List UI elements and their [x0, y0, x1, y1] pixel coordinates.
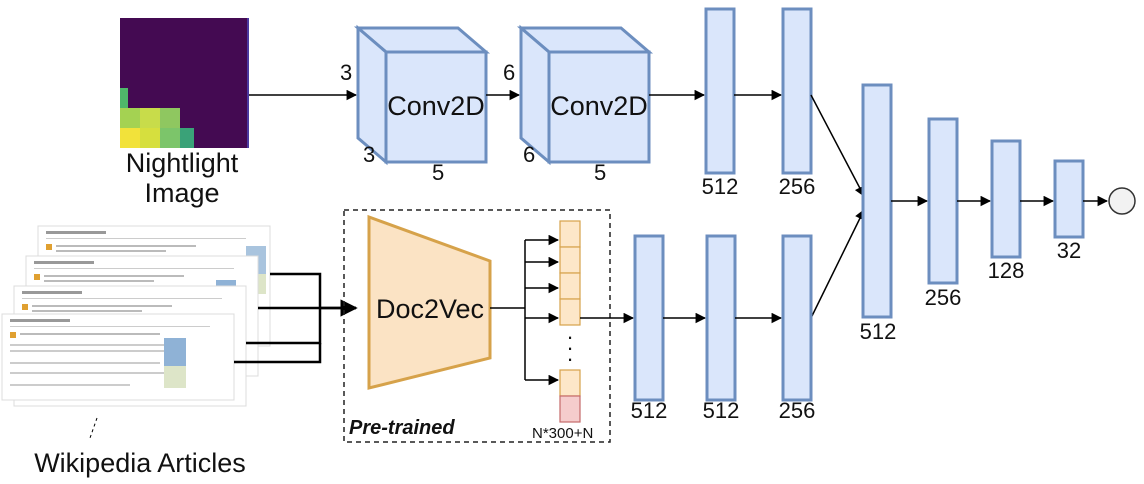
doc2vec-output-fan	[490, 240, 526, 380]
vector-ellipsis-1: .	[567, 319, 573, 344]
merged-fc-layer-128	[990, 139, 1022, 259]
embedding-dim-label: N*300+N	[532, 425, 593, 442]
conv2d-1-kernel-w: 5	[432, 160, 444, 185]
image-fc-256-label: 256	[779, 174, 816, 199]
nightlight-label-line1: Nightlight	[126, 148, 239, 178]
merged-fc-128-label: 128	[988, 258, 1025, 283]
image-fc-layer-256	[781, 7, 813, 175]
image-fc-512-label: 512	[702, 174, 739, 199]
conv2d-2-in-channels: 6	[503, 60, 515, 85]
conv2d-1-in-channels: 3	[340, 60, 352, 85]
conv2d-block-1	[353, 24, 491, 166]
image-fc-layer-512	[704, 7, 736, 175]
conv2d-1-kernel-h: 3	[363, 142, 375, 167]
pretrained-box	[343, 209, 611, 443]
merged-fc-512-label: 512	[860, 319, 897, 344]
merged-fc-layer-256	[927, 117, 959, 285]
pretrained-label: Pre-trained	[349, 417, 455, 439]
merged-fc-layer-512	[861, 83, 893, 319]
conv2d-block-2	[516, 24, 654, 166]
wikipedia-article-stack	[1, 225, 271, 407]
output-node	[1108, 187, 1136, 215]
conv2d-2-kernel-h: 6	[523, 142, 535, 167]
merged-fc-layer-32	[1053, 159, 1085, 239]
embedding-vector	[559, 220, 581, 423]
text-fc-layer-512-a	[633, 234, 665, 402]
merged-fc-32-label: 32	[1057, 238, 1081, 263]
text-fc-layer-512-b	[705, 234, 737, 402]
merged-fc-256-label: 256	[925, 285, 962, 310]
text-fc-256-label: 256	[779, 398, 816, 423]
text-fc-512b-label: 512	[703, 398, 740, 423]
vector-ellipsis-3: .	[567, 341, 573, 366]
arrow-text-branch-to-merge	[810, 209, 865, 319]
vector-ellipsis-2: .	[567, 330, 573, 355]
conv2d-2-label: Conv2D	[550, 91, 648, 121]
doc2vec-encoder	[367, 214, 492, 390]
wikipedia-label: Wikipedia Articles	[34, 448, 246, 478]
nightlight-image	[120, 18, 249, 148]
text-fc-512a-label: 512	[631, 398, 668, 423]
arrow-image-branch-to-merge	[810, 94, 865, 197]
wikipedia-leader-line	[89, 417, 98, 439]
conv2d-2-kernel-w: 5	[594, 160, 606, 185]
doc2vec-label: Doc2Vec	[376, 294, 484, 324]
conv2d-1-label: Conv2D	[387, 91, 485, 121]
text-fc-layer-256	[781, 234, 813, 402]
nightlight-label-line2: Image	[144, 178, 219, 208]
